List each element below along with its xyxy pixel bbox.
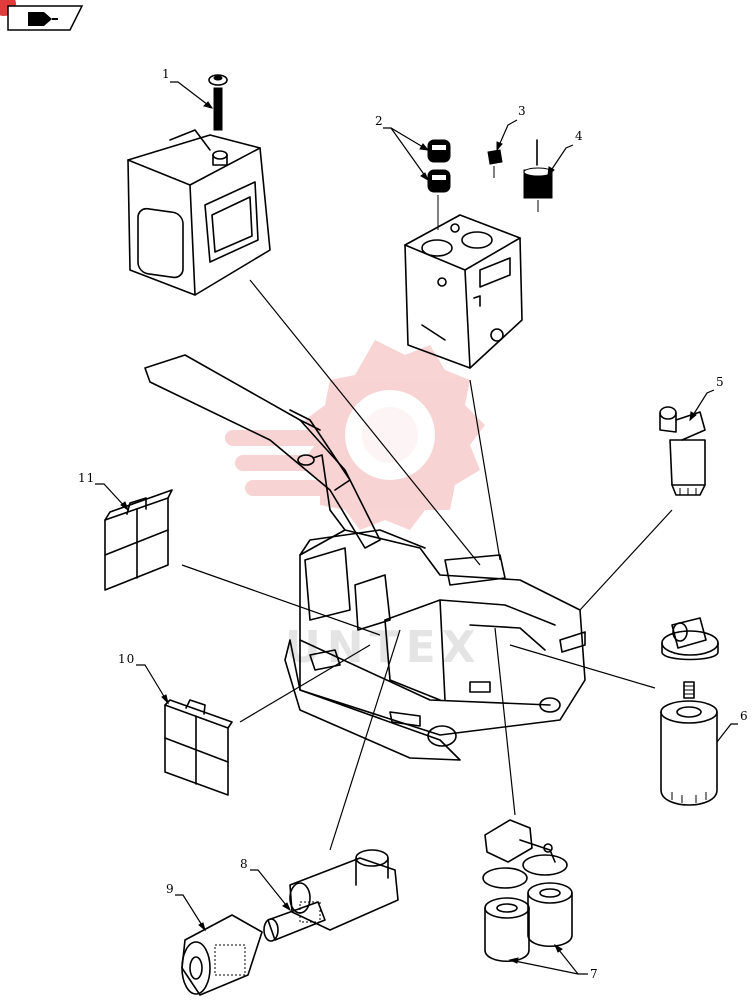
part-3-plug (487, 149, 503, 178)
callout-4: 4 (547, 129, 584, 177)
back-arrow-icon (28, 12, 58, 26)
svg-text:7: 7 (590, 967, 599, 981)
svg-text:9: 9 (166, 882, 175, 896)
callout-9: 9 (166, 882, 206, 932)
leader-lines (181, 279, 673, 851)
callout-10: 10 (118, 652, 169, 705)
nav-button[interactable] (0, 0, 84, 31)
svg-text:10: 10 (118, 652, 135, 666)
svg-text:1: 1 (162, 67, 171, 81)
part-8-air-cleaner (263, 849, 399, 942)
part-1-cab-panel (127, 129, 271, 296)
svg-text:3: 3 (518, 104, 527, 118)
excavator-body (284, 529, 586, 761)
svg-text:6: 6 (740, 709, 749, 723)
part-6-filter-head (661, 617, 719, 661)
part-valve-block (404, 214, 523, 369)
svg-text:4: 4 (575, 129, 584, 143)
part-6-filter (660, 681, 718, 806)
callout-6: 6 (716, 709, 749, 743)
part-7-filter-head (482, 819, 568, 889)
callout-8: 8 (240, 857, 292, 912)
part-7-filter-left (484, 897, 530, 962)
callout-3: 3 (496, 104, 527, 152)
svg-text:2: 2 (375, 114, 384, 128)
part-11-cab-filter (104, 489, 173, 591)
watermark-logo (225, 340, 485, 530)
excavator-boom (144, 354, 381, 549)
part-5-solenoid (659, 406, 706, 496)
part-2-seals (427, 139, 451, 230)
part-1-bolt (208, 74, 228, 131)
svg-text:5: 5 (716, 375, 725, 389)
part-10-cab-filter (164, 699, 233, 796)
callout-1: 1 (162, 67, 214, 109)
svg-text:11: 11 (78, 471, 95, 485)
svg-text:8: 8 (240, 857, 249, 871)
callout-2: 2 (375, 114, 430, 182)
part-4-cap (523, 139, 553, 212)
callout-7: 7 (508, 943, 599, 981)
callout-5: 5 (689, 375, 725, 422)
callout-11: 11 (78, 471, 130, 512)
part-9-filter-element (181, 914, 263, 996)
part-7-filter-right (527, 882, 573, 947)
